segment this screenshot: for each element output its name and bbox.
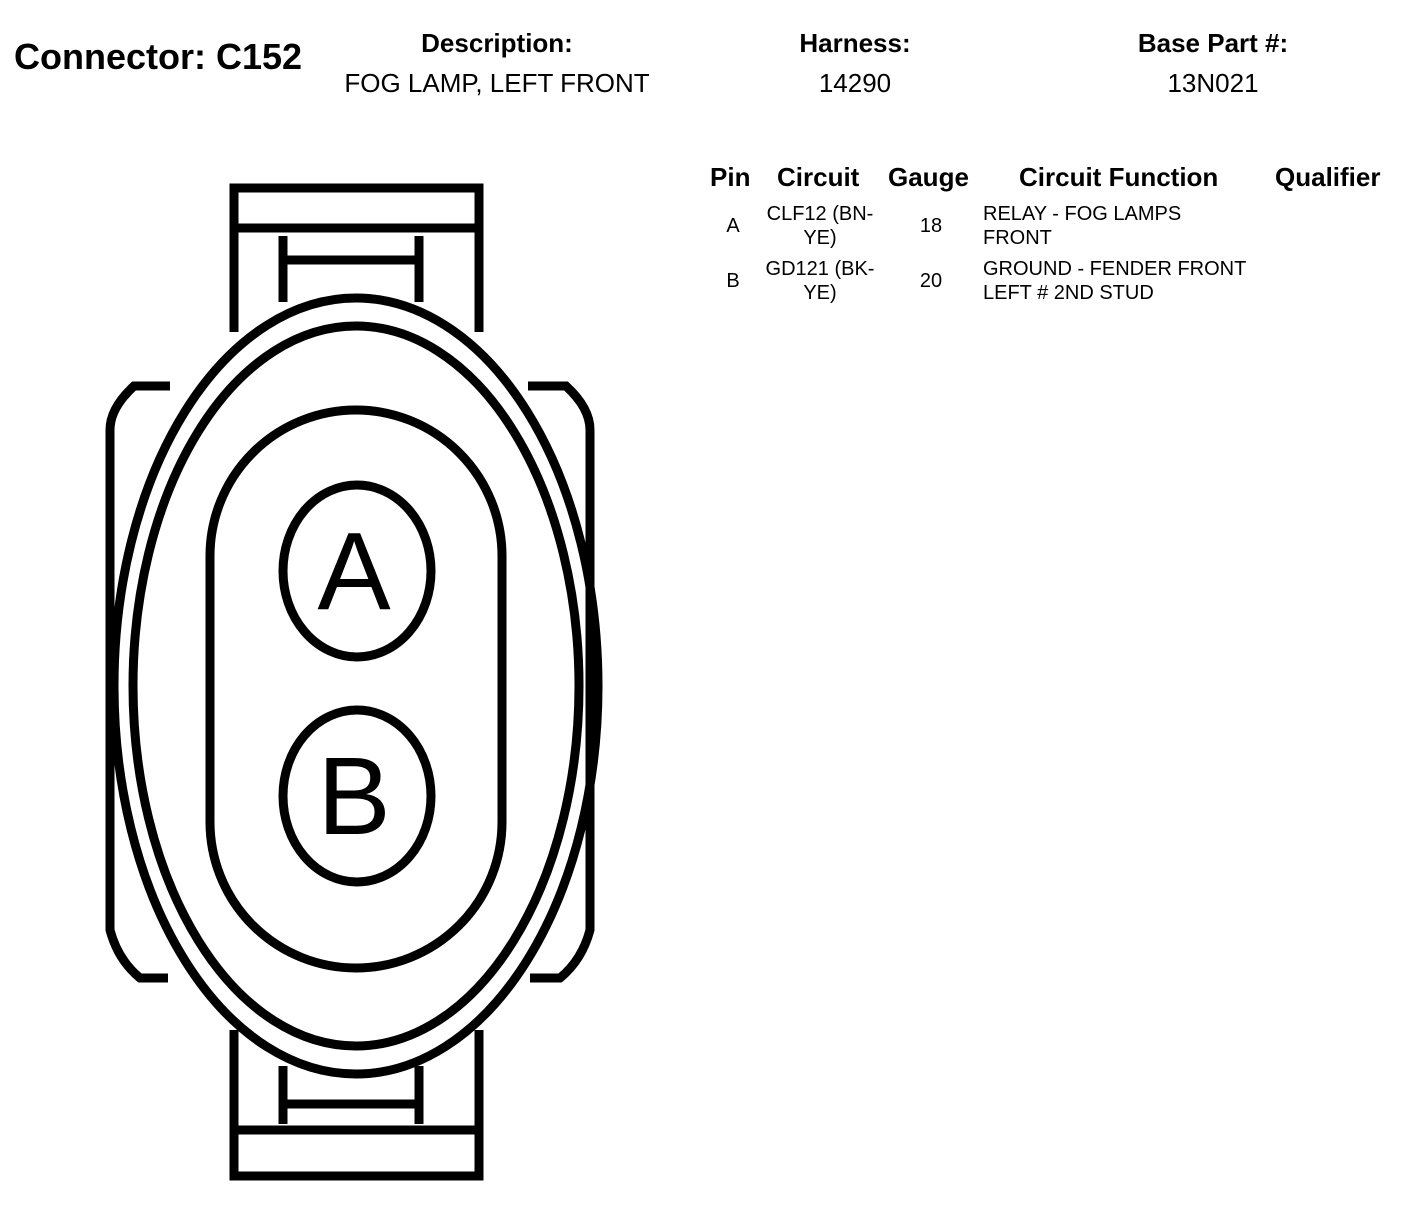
- connector-title: Connector: C152: [14, 36, 303, 77]
- function-line: FRONT: [983, 227, 1052, 249]
- circuit-line: YE): [803, 282, 837, 304]
- col-header-pin: Pin: [710, 162, 751, 192]
- function-line: RELAY - FOG LAMPS: [983, 203, 1182, 225]
- harness-value: 14290: [818, 68, 892, 98]
- function-line: GROUND - FENDER FRONT: [983, 258, 1247, 280]
- pin-cavity-b: [278, 705, 436, 887]
- gauge-cell: 20: [919, 270, 943, 292]
- pin-cell: B: [726, 270, 740, 292]
- function-cell: GROUND - FENDER FRONT LEFT # 2ND STUD: [983, 257, 1283, 305]
- circuit-cell: GD121 (BK- YE): [758, 257, 882, 305]
- col-header-circuit: Circuit: [777, 162, 860, 192]
- function-line: LEFT # 2ND STUD: [983, 282, 1154, 304]
- base-part-block: Base Part #: 13N021: [1100, 28, 1326, 99]
- pin-cavity-a: [278, 480, 436, 662]
- table-row: B GD121 (BK- YE) 20 GROUND - FENDER FRON…: [704, 257, 1400, 309]
- col-header-gauge: Gauge: [888, 162, 969, 192]
- top-latch: [229, 183, 484, 332]
- pin-label-b: B: [317, 735, 390, 858]
- col-header-function: Circuit Function: [1019, 162, 1219, 192]
- col-header-qualifier: Qualifier: [1275, 162, 1381, 192]
- gauge-cell: 18: [919, 215, 943, 237]
- base-part-value: 13N021: [1167, 68, 1259, 98]
- base-part-label: Base Part #:: [1137, 28, 1289, 58]
- circuit-line: YE): [803, 227, 837, 249]
- table-row: A CLF12 (BN- YE) 18 RELAY - FOG LAMPS FR…: [704, 202, 1400, 254]
- description-label: Description:: [421, 28, 573, 58]
- circuit-line: CLF12 (BN-: [766, 203, 874, 225]
- circuit-line: GD121 (BK-: [765, 258, 875, 280]
- right-side-tab: [528, 381, 595, 983]
- description-value: FOG LAMP, LEFT FRONT: [344, 68, 650, 98]
- function-cell: RELAY - FOG LAMPS FRONT: [983, 202, 1283, 250]
- pin-cell: A: [726, 215, 740, 237]
- description-block: Description: FOG LAMP, LEFT FRONT: [330, 28, 664, 99]
- contact-insert: [205, 405, 507, 973]
- harness-block: Harness: 14290: [760, 28, 950, 99]
- bottom-latch: [229, 1030, 484, 1181]
- circuit-cell: CLF12 (BN- YE): [758, 202, 882, 250]
- left-side-tab: [105, 381, 170, 983]
- pin-label-a: A: [317, 510, 391, 633]
- inner-seal: [128, 321, 584, 1051]
- outer-housing: [109, 293, 603, 1079]
- harness-label: Harness:: [799, 28, 911, 58]
